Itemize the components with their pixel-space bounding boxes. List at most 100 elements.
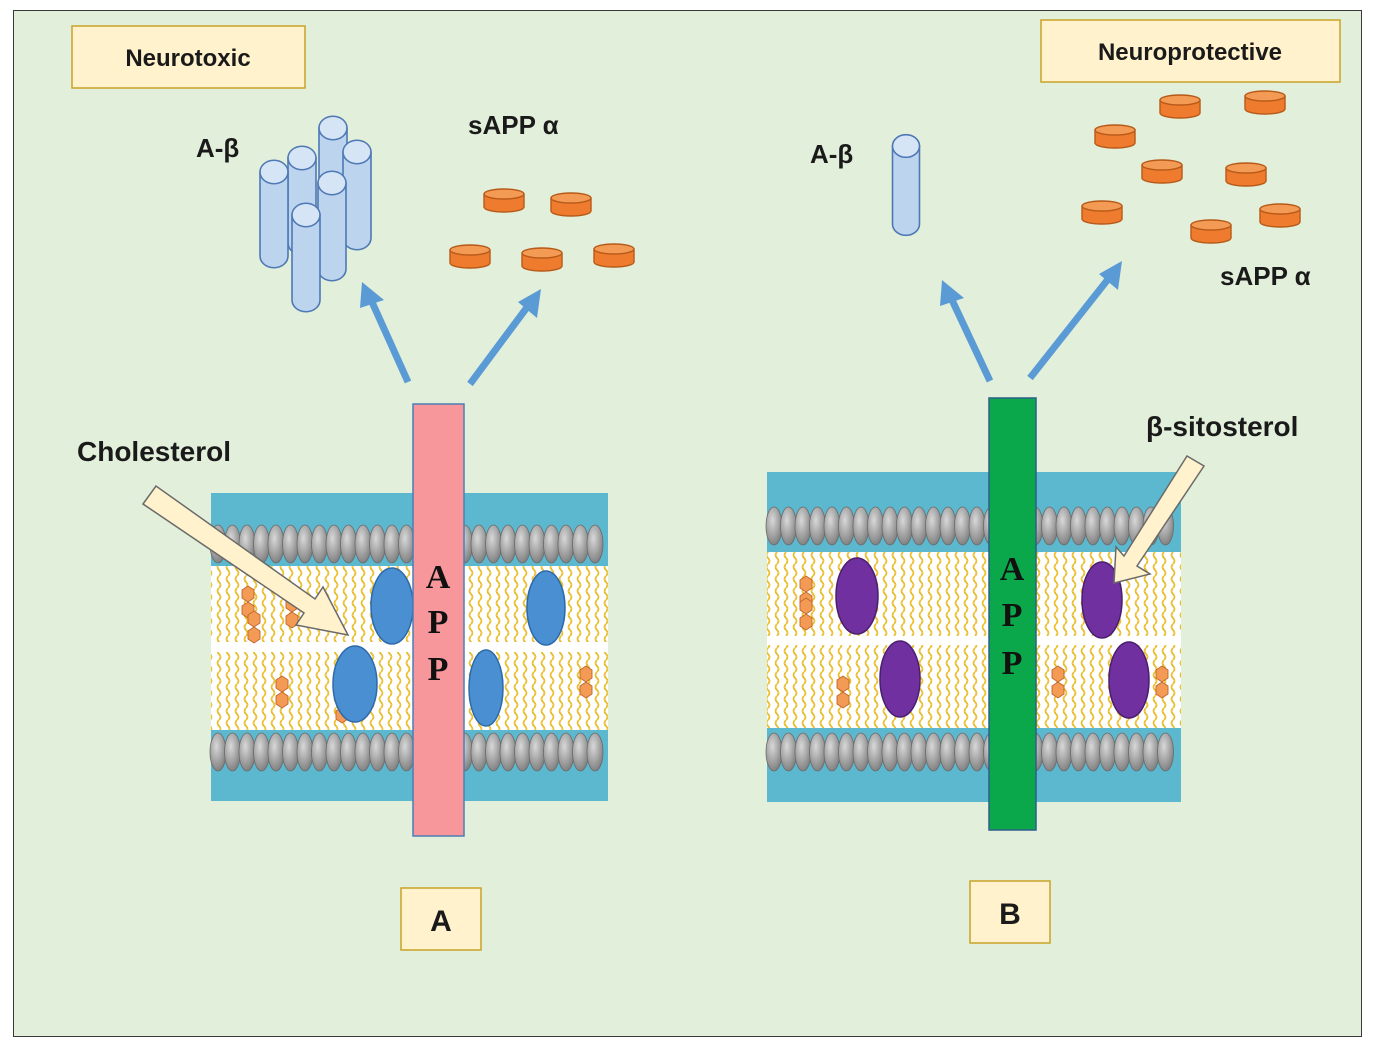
sapp-alpha-disc bbox=[1141, 159, 1183, 184]
arrow-to-sapp-b bbox=[1027, 261, 1122, 381]
sapp-alpha-disc bbox=[521, 247, 563, 272]
lipid-head bbox=[852, 506, 870, 546]
lipid-head bbox=[354, 732, 372, 772]
lipid-head bbox=[383, 732, 401, 772]
abeta-cylinder bbox=[891, 133, 921, 237]
abeta-fibril-cylinder bbox=[342, 139, 372, 251]
abeta-label-a: A-β bbox=[196, 133, 239, 163]
lipid-head bbox=[1099, 732, 1116, 772]
lipid-head bbox=[1084, 732, 1102, 772]
lipid-head bbox=[896, 506, 913, 546]
sitosterol-molecules bbox=[835, 557, 1150, 719]
lipid-head bbox=[1113, 506, 1131, 546]
lipid-head bbox=[780, 506, 797, 546]
sterol-ring bbox=[1155, 665, 1169, 699]
lipid-head bbox=[398, 732, 415, 772]
lipid-head bbox=[1084, 506, 1102, 546]
lipid-head bbox=[896, 732, 913, 772]
lipid-head bbox=[1142, 732, 1160, 772]
sapp-alpha-disc bbox=[1081, 200, 1123, 225]
lipid-head bbox=[867, 732, 884, 772]
lipid-head bbox=[1041, 732, 1058, 772]
lipid-head bbox=[470, 524, 488, 564]
sapp-alpha-fragments-b bbox=[1081, 90, 1301, 244]
neuroprotective-label-box: Neuroprotective bbox=[1040, 19, 1341, 83]
lipid-head bbox=[823, 732, 841, 772]
lipid-head bbox=[809, 506, 826, 546]
panel-letter-box-a: A bbox=[400, 887, 482, 951]
lipid-head bbox=[939, 506, 957, 546]
lipid-head bbox=[910, 506, 928, 546]
lipid-head bbox=[224, 732, 241, 772]
lipid-head bbox=[954, 506, 971, 546]
neurotoxic-label: Neurotoxic bbox=[125, 45, 250, 72]
lipid-head bbox=[514, 524, 531, 564]
lipid-head bbox=[296, 732, 314, 772]
sitosterol-callout-arrow bbox=[1113, 454, 1206, 584]
abeta-fibril-cylinder bbox=[291, 202, 321, 313]
lipid-head bbox=[881, 732, 899, 772]
lipid-head bbox=[881, 506, 899, 546]
sapp-alpha-disc bbox=[1094, 124, 1136, 149]
arrow-to-abeta-b bbox=[940, 280, 994, 383]
sapp-alpha-disc bbox=[1225, 162, 1267, 187]
lipid-head bbox=[838, 506, 855, 546]
cholesterol-molecules bbox=[332, 567, 566, 727]
app-protein-a: A P P bbox=[412, 403, 465, 837]
lipid-head bbox=[823, 506, 841, 546]
lipid-head bbox=[1157, 732, 1174, 772]
lipid-head bbox=[282, 524, 299, 564]
lipid-head bbox=[1128, 732, 1145, 772]
lipid-head bbox=[325, 524, 343, 564]
lipid-head bbox=[311, 732, 328, 772]
sapp-alpha-disc bbox=[1190, 219, 1232, 244]
sapp-alpha-disc bbox=[593, 243, 635, 268]
lipid-head bbox=[267, 732, 285, 772]
lipid-head bbox=[925, 732, 942, 772]
lipid-head bbox=[543, 524, 560, 564]
lipid-head bbox=[340, 524, 357, 564]
lipid-head bbox=[543, 732, 560, 772]
lipid-head bbox=[939, 732, 957, 772]
lipid-head bbox=[1099, 506, 1116, 546]
sterol-ring bbox=[1051, 665, 1065, 699]
lipid-head bbox=[809, 732, 826, 772]
sitosterol-label: β-sitosterol bbox=[1146, 411, 1298, 442]
sterol-ring bbox=[799, 597, 813, 631]
abeta-fibril-cylinder bbox=[317, 170, 347, 282]
lipid-head bbox=[910, 732, 928, 772]
lipid-head bbox=[572, 524, 589, 564]
lipid-head bbox=[586, 732, 604, 772]
lipid-head bbox=[925, 506, 942, 546]
lipid-head bbox=[968, 732, 986, 772]
lipid-head bbox=[383, 524, 401, 564]
lipid-head bbox=[209, 732, 227, 772]
arrow-to-sapp-a bbox=[467, 289, 541, 387]
sapp-alpha-label-b: sAPP α bbox=[1220, 261, 1311, 291]
lipid-head bbox=[282, 732, 299, 772]
lipid-head bbox=[838, 732, 855, 772]
sapp-alpha-disc bbox=[1259, 203, 1301, 228]
sapp-alpha-fragments-a bbox=[449, 188, 635, 272]
lipid-head bbox=[557, 524, 575, 564]
arrow-to-abeta-a bbox=[360, 282, 412, 384]
lipid-head bbox=[528, 732, 546, 772]
lipid-head bbox=[369, 732, 386, 772]
app-letter-b-p1: P bbox=[1002, 597, 1023, 634]
app-letter-b-p2: P bbox=[1002, 645, 1023, 682]
panel-letter-box-b: B bbox=[969, 880, 1051, 944]
abeta-label-b: A-β bbox=[810, 139, 853, 169]
cholesterol-callout-arrow bbox=[141, 484, 350, 637]
lipid-head bbox=[1070, 506, 1087, 546]
lipid-head bbox=[528, 524, 546, 564]
abeta-monomer bbox=[891, 133, 921, 237]
lipid-head bbox=[514, 732, 531, 772]
lipid-head bbox=[398, 524, 415, 564]
lipid-head bbox=[954, 732, 971, 772]
abeta-aggregate-cluster bbox=[259, 115, 372, 313]
app-letter-b-a: A bbox=[1000, 551, 1025, 588]
lipid-head bbox=[1055, 506, 1073, 546]
lipid-head bbox=[968, 506, 986, 546]
app-letter-a1: A bbox=[426, 559, 451, 596]
